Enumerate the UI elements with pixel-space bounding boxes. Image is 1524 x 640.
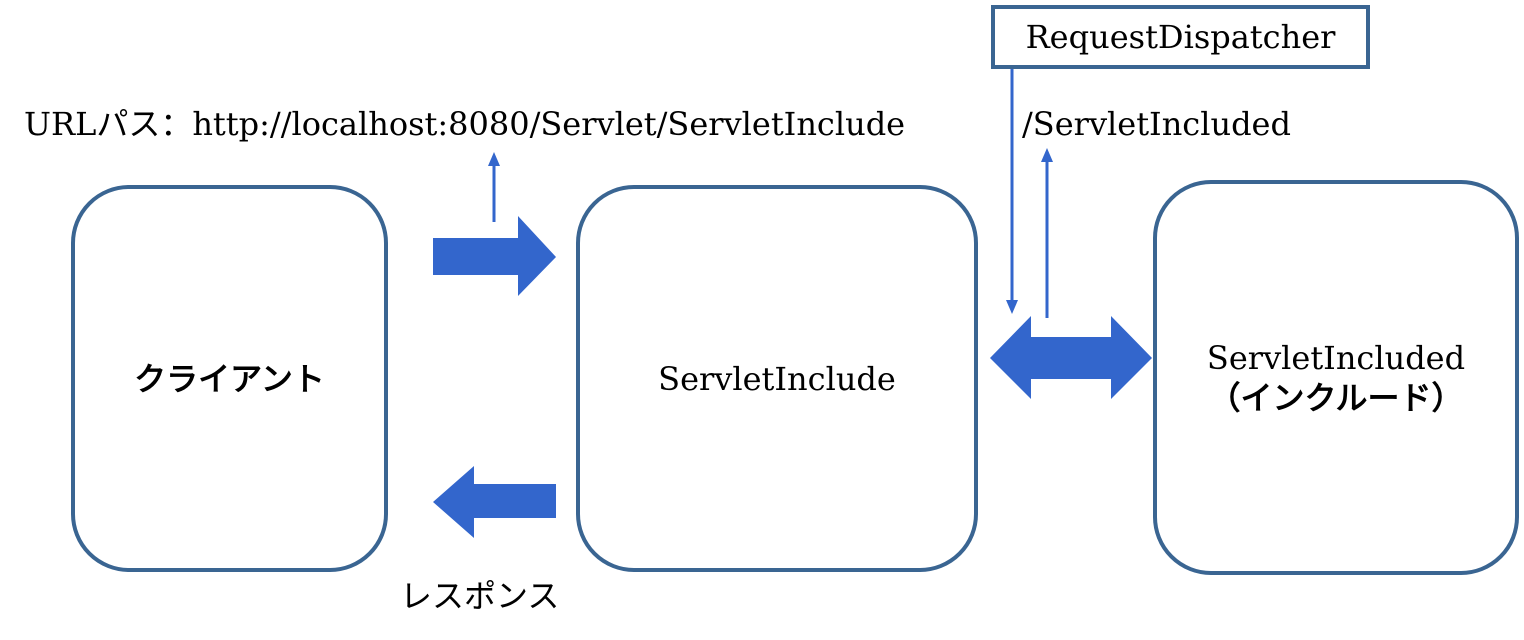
request-arrow [433,216,556,296]
request-dispatcher-label: RequestDispatcher [1025,18,1336,56]
dispatcher-head [1006,300,1018,314]
included-path-label: /ServletIncluded [1022,105,1291,143]
client-node: クライアント [71,185,388,572]
include-double-arrow [990,316,1152,399]
url-path-label: URLパス：http://localhost:8080/Servlet/Serv… [24,105,906,143]
url-pointer-head [488,152,500,166]
request-dispatcher-box: RequestDispatcher [991,5,1370,69]
servlet-included-node-label: ServletIncluded [1206,338,1466,377]
servlet-include-node-label: ServletInclude [658,359,896,398]
servlet-include-node: ServletInclude [576,185,978,572]
servlet-included-node-sublabel: （インクルード） [1208,378,1464,417]
client-node-label: クライアント [134,359,325,398]
response-arrow [433,466,556,538]
servlet-included-node: ServletIncluded （インクルード） [1153,180,1519,575]
response-label: レスポンス [400,577,560,615]
included-path-head [1041,148,1053,162]
